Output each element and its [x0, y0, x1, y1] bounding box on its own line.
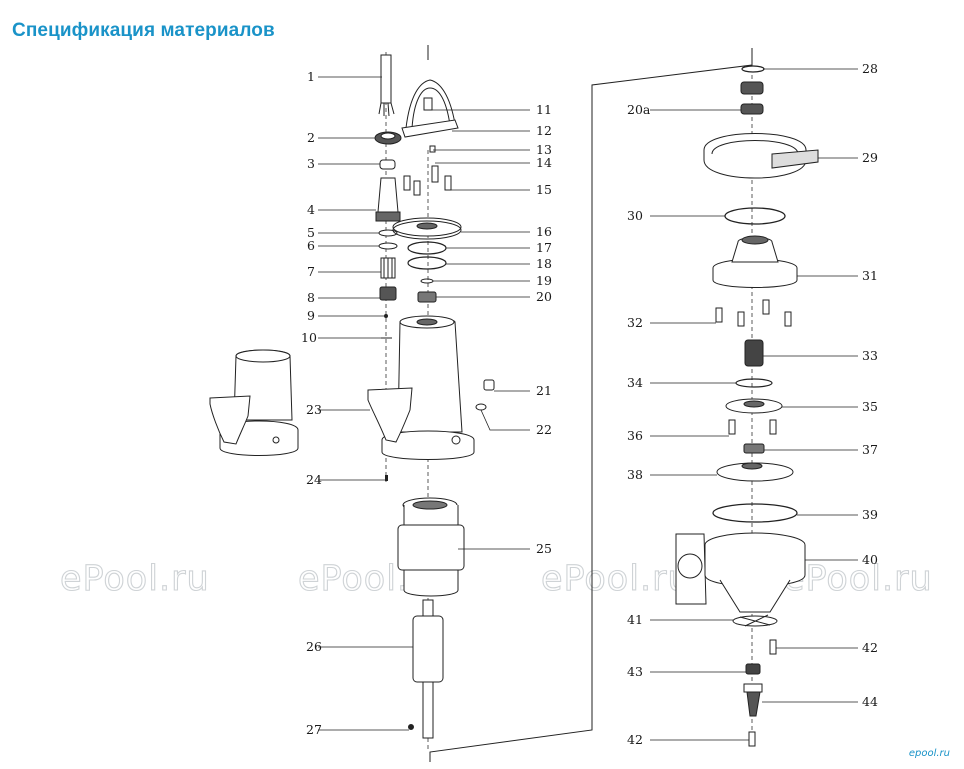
callout-38: 38 [627, 467, 643, 482]
callout-6: 6 [307, 238, 315, 253]
callout-9: 9 [307, 308, 315, 323]
callout-11: 11 [536, 102, 552, 117]
callout-39: 39 [862, 507, 878, 522]
part-20-bearing [417, 291, 437, 303]
part-33-spring [744, 339, 764, 367]
callout-24: 24 [306, 472, 322, 487]
callout-19: 19 [536, 273, 552, 288]
callout-23: 23 [306, 402, 322, 417]
site-logo: epool.ru [908, 748, 950, 759]
part-38-impeller-plate [716, 462, 794, 482]
callout-1: 1 [307, 69, 315, 84]
callout-10: 10 [301, 330, 317, 345]
callout-18: 18 [536, 256, 552, 271]
callout-8: 8 [307, 290, 315, 305]
page-title: Спецификация материалов [12, 20, 275, 41]
part-28-circlip [741, 65, 765, 73]
callout-40: 40 [862, 552, 878, 567]
callout-20a: 20a [627, 102, 651, 117]
part-42-screw [748, 639, 777, 747]
part-40-pump-casing [675, 532, 806, 613]
callout-44: 44 [862, 694, 878, 709]
middle-callouts: 11 12 13 14 15 16 17 18 19 20 21 22 25 [536, 102, 552, 556]
callout-4: 4 [307, 202, 315, 217]
callout-14: 14 [536, 155, 552, 170]
part-37-seal [743, 443, 765, 454]
part-18-oring [407, 256, 447, 270]
callout-17: 17 [536, 240, 552, 255]
callout-20: 20 [536, 289, 552, 304]
callout-28: 28 [862, 61, 878, 76]
callout-32: 32 [627, 315, 643, 330]
part-4-gland [375, 177, 401, 222]
callout-37: 37 [862, 442, 878, 457]
callout-34: 34 [627, 375, 643, 390]
callout-7: 7 [307, 264, 315, 279]
callout-12: 12 [536, 123, 552, 138]
callout-5: 5 [307, 225, 315, 240]
callout-13: 13 [536, 142, 552, 157]
part-41-diffuser [732, 614, 778, 627]
part-1-cable [378, 54, 395, 117]
part-23-housing-side-view [209, 349, 299, 456]
callout-43: 43 [627, 664, 643, 679]
right-callouts: 28 20a 29 30 31 32 33 34 35 36 37 38 39 … [627, 61, 878, 747]
part-32-screws [715, 299, 792, 327]
part-6-ring [378, 242, 398, 250]
part-19-ring [420, 278, 434, 284]
part-21-22-plug [475, 379, 495, 411]
part-13-15-screws [403, 145, 452, 196]
part-11-12-handle [401, 79, 459, 138]
part-9-screw [384, 314, 388, 318]
callout-36: 36 [627, 428, 643, 443]
part-7-nut [380, 257, 396, 279]
part-39-oring [712, 503, 798, 523]
part-20a-bearing [740, 81, 764, 115]
callout-25: 25 [536, 541, 552, 556]
callout-42b: 42 [627, 732, 643, 747]
part-29-clamp [703, 133, 819, 179]
callout-26: 26 [306, 639, 322, 654]
part-17-oring [407, 241, 447, 255]
leader-lines [318, 68, 858, 741]
part-23-motor-housing [367, 315, 475, 460]
part-31-seal-housing [712, 235, 798, 288]
part-2-nut [374, 131, 402, 145]
callout-16: 16 [536, 224, 552, 239]
callout-2: 2 [307, 130, 315, 145]
part-16-cover [392, 217, 462, 240]
part-36-screws [728, 419, 777, 435]
callout-15: 15 [536, 182, 552, 197]
callout-29: 29 [862, 150, 878, 165]
part-24-screw [385, 475, 388, 481]
callout-42a: 42 [862, 640, 878, 655]
watermark-4: ePool.ru [783, 559, 933, 599]
callout-33: 33 [862, 348, 878, 363]
callout-22: 22 [536, 422, 552, 437]
part-35-plate [725, 398, 783, 414]
part-30-oring [724, 207, 786, 225]
part-3-washer [379, 159, 396, 170]
part-44-impeller [743, 683, 763, 717]
assembly-break-line [427, 45, 753, 762]
callout-27: 27 [306, 722, 322, 737]
part-8-nut [379, 286, 397, 301]
part-26-rotor [408, 599, 444, 739]
callout-31: 31 [862, 268, 878, 283]
callout-41: 41 [627, 612, 643, 627]
part-34-ring [735, 378, 773, 388]
watermark-3: ePool.ru [541, 559, 691, 599]
part-25-stator [397, 497, 465, 597]
watermarks: ePool.ru ePool.ru ePool.ru ePool.ru [59, 558, 933, 599]
callout-21: 21 [536, 383, 552, 398]
watermark-1: ePool.ru [60, 559, 210, 599]
callout-35: 35 [862, 399, 878, 414]
callout-30: 30 [627, 208, 643, 223]
callout-3: 3 [307, 156, 315, 171]
part-43-nut [745, 663, 761, 675]
left-callouts: 1 2 3 4 5 6 7 8 9 10 23 24 26 27 [301, 69, 322, 737]
